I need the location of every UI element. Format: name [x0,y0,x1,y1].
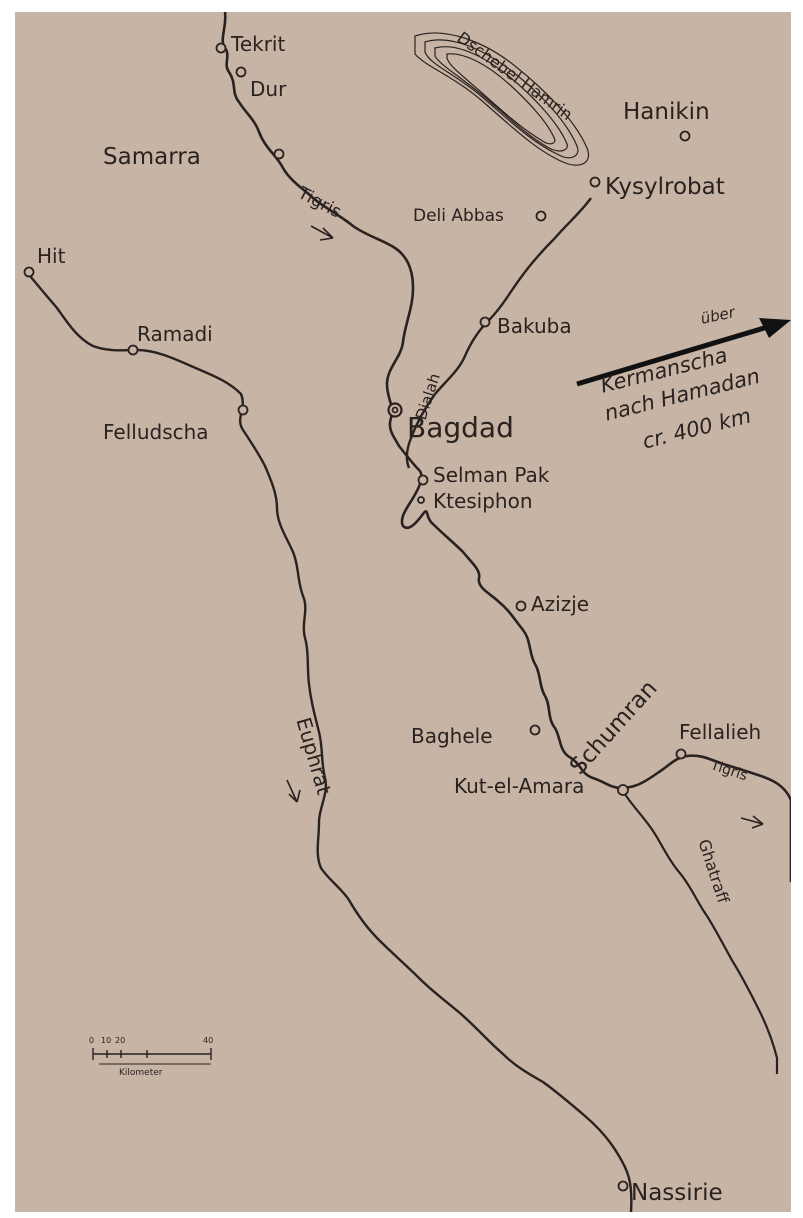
label-selman-pak: Selman Pak [433,463,550,487]
label-deli-abbas: Deli Abbas [413,206,504,226]
label-ramadi: Ramadi [137,322,213,346]
ghatraff-river [620,787,779,1074]
ramadi-marker [127,344,139,356]
label-dur: Dur [250,77,287,101]
tekrit-marker [215,42,227,54]
scale-tick-20: 20 [115,1036,126,1045]
label-hanikin: Hanikin [623,99,710,125]
label-azizje: Azizje [531,592,590,616]
label-hit: Hit [37,244,66,268]
deli-abbas-marker [535,210,547,222]
tigris-east-flow-arrow [740,815,764,829]
dialah-river [405,197,592,469]
label-kysylrobat: Kysylrobat [605,174,725,200]
baghele-marker [529,724,541,736]
azizje-marker [515,600,527,612]
label-bagdad: Bagdad [407,411,514,444]
label-ktesiphon: Ktesiphon [433,489,533,513]
euphrat-river [24,269,633,1212]
label-felludscha: Felludscha [103,420,209,444]
kut-el-amara-marker [617,784,629,796]
label-samarra: Samarra [103,144,201,170]
bagdad-marker-inner [391,406,399,414]
scale-unit: Kilometer [119,1068,163,1078]
samarra-marker [273,148,285,160]
tigris-river [221,12,791,882]
scale-tick-0: 0 [89,1036,95,1045]
label-tekrit: Tekrit [231,32,286,56]
hit-marker [23,266,35,278]
label-nassirie: Nassirie [631,1180,723,1206]
nassirie-marker [617,1180,629,1192]
label-bakuba: Bakuba [497,314,572,338]
label-baghele: Baghele [411,724,493,748]
felludscha-marker [237,404,249,416]
map-drawing [23,12,791,1212]
scale-tick-40: 40 [203,1036,214,1045]
route-arrow [576,318,791,387]
fellalieh-marker [675,748,687,760]
selman-pak-marker [417,474,429,486]
dschebel-hamrin-contours [414,32,590,166]
label-kut-el-amara: Kut-el-Amara [454,774,585,798]
scale-tick-10: 10 [101,1036,112,1045]
map-frame: Tekrit Dur Samarra Hit Ramadi Felludscha… [15,12,791,1212]
dur-marker [235,66,247,78]
bakuba-marker [479,316,491,328]
ktesiphon-marker [417,496,425,504]
scale-bar [92,1048,212,1065]
label-fellalieh: Fellalieh [679,720,762,744]
tigris-flow-arrow [310,225,334,241]
euphrat-flow-arrow [286,779,301,803]
kysylrobat-marker [589,176,601,188]
hanikin-marker [679,130,691,142]
